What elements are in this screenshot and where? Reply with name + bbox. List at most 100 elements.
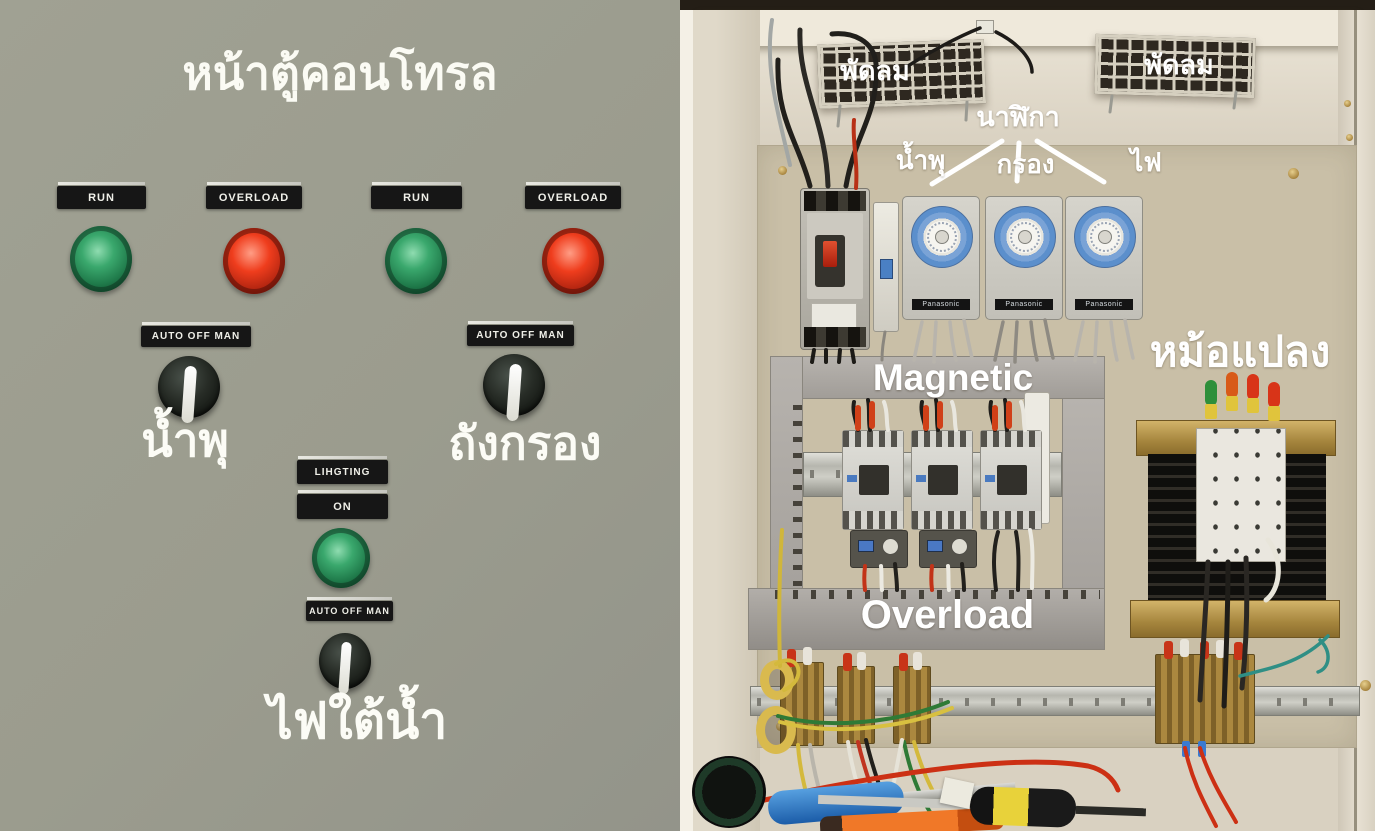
- pilot-light-lighting: [312, 528, 370, 588]
- mini-breaker-toggle: [880, 259, 893, 279]
- wall-screw: [1346, 134, 1353, 141]
- wire-cap-base: [1247, 398, 1259, 413]
- blue-ferrule: [1198, 741, 1206, 757]
- contactor-core: [997, 465, 1027, 495]
- label-plate-auto-off-man-3: AUTO OFF MAN: [306, 597, 393, 621]
- contactor-terminals: [843, 431, 903, 447]
- timer-brand-label: Panasonic: [912, 299, 970, 310]
- door-latch: [1360, 680, 1371, 691]
- timer-filter: Panasonic: [985, 196, 1063, 320]
- wire-cap-red: [1200, 641, 1209, 659]
- annotation-magnetic: Magnetic: [872, 357, 1034, 398]
- label-plate-overload-1: OVERLOAD: [206, 182, 302, 209]
- label-plate-auto-off-man-2: AUTO OFF MAN: [467, 321, 574, 346]
- magnetic-contactor-2: [911, 430, 973, 530]
- overload-adjust-dial: [858, 540, 874, 552]
- contactor-terminals: [843, 511, 903, 529]
- overload-relay-1: [850, 530, 908, 568]
- wire-cap-orange: [1226, 372, 1238, 398]
- wire-cap-white: [857, 652, 866, 670]
- wire-cap-red: [899, 653, 908, 671]
- pilot-light-run-2: [385, 228, 447, 294]
- selector-knob-fountain: [158, 356, 220, 424]
- wire-cap-white: [913, 652, 922, 670]
- label-plate-lighting: LIHGTING: [297, 456, 388, 484]
- timer-fountain: Panasonic: [902, 196, 980, 320]
- cabinet-top-edge: [680, 0, 1375, 10]
- wire-cap-green: [1205, 380, 1217, 406]
- pilot-light-overload-2: [542, 228, 604, 294]
- contactor-terminals: [981, 511, 1041, 529]
- contactor-label: [847, 475, 857, 482]
- pilot-light-overload-1: [223, 228, 285, 294]
- annotation-transformer: หม้อแปลง: [1149, 328, 1331, 375]
- timer-dial: [994, 206, 1056, 268]
- cabinet-front-panel: หน้าตู้คอนโทรล RUN OVERLOAD RUN OVERLOAD…: [0, 0, 680, 831]
- cabinet-left-wall: [680, 10, 760, 831]
- blue-ferrule: [1182, 741, 1190, 757]
- terminal-block-group-3: [893, 652, 931, 744]
- cable-grommet: [756, 706, 796, 754]
- selector-knob-underwater-light: [319, 633, 371, 694]
- annotation-fan-right: พัดลม: [1144, 50, 1214, 80]
- label-plate-run-2: RUN: [371, 182, 462, 209]
- mini-circuit-breaker: [873, 202, 899, 332]
- transformer-bottom-bracket: [1130, 600, 1340, 638]
- contactor-core: [928, 465, 958, 495]
- breaker-toggle-recess: [815, 235, 845, 287]
- label-plate-overload-2: OVERLOAD: [525, 182, 621, 209]
- caption-fountain: น้ำพุ: [141, 414, 229, 466]
- contactor-core: [859, 465, 889, 495]
- selector-knob-filter: [483, 354, 545, 422]
- contactor-label: [985, 475, 995, 482]
- annotation-branch-filter: กรอง: [996, 149, 1055, 179]
- electrical-tape-roll: [692, 756, 766, 828]
- caption-underwater-light: ไฟใต้น้ำ: [267, 693, 448, 749]
- terminal-block-group-2: [837, 652, 875, 744]
- wire-cap-base: [1268, 406, 1280, 421]
- contactor-label: [916, 475, 926, 482]
- wire-cap-white: [1180, 639, 1189, 657]
- annotation-clock: นาฬิกา: [976, 102, 1060, 132]
- plate-screw: [1288, 168, 1299, 179]
- annotation-branch-fountain: น้ำพุ: [895, 145, 946, 175]
- screwdriver-yellow-black: [969, 786, 1077, 828]
- overload-reset-dial: [951, 538, 968, 555]
- annotation-branch-light: ไฟ: [1130, 147, 1162, 177]
- contactor-terminals: [912, 431, 972, 447]
- caption-filter-tank: ถังกรอง: [448, 417, 602, 469]
- cable-grommet: [760, 660, 794, 700]
- timer-brand-label: Panasonic: [1075, 299, 1133, 310]
- annotation-overload: Overload: [860, 593, 1035, 637]
- wire-cap-white: [1216, 640, 1225, 658]
- pilot-light-run-1: [70, 226, 132, 292]
- breaker-toggle: [823, 241, 837, 267]
- wire-cap-red: [1234, 642, 1243, 660]
- plate-screw: [778, 166, 787, 175]
- label-plate-auto-off-man-1: AUTO OFF MAN: [141, 322, 251, 347]
- duct-slots: [775, 590, 1100, 599]
- wire-cap-red: [787, 649, 796, 667]
- label-plate-run-1: RUN: [57, 182, 146, 209]
- wire-cap-red: [1268, 382, 1280, 408]
- terminal-block-group-4: [1155, 639, 1255, 757]
- cabinet-interior-photo: Panasonic Panasonic Panasonic: [680, 0, 1375, 831]
- wire-cap-red: [1164, 641, 1173, 659]
- breaker-rating-label: [811, 303, 857, 329]
- timer-dial: [911, 206, 973, 268]
- panel-title: หน้าตู้คอนโทรล: [182, 47, 498, 99]
- wire-cap-base: [1226, 396, 1238, 411]
- magnetic-contactor-1: [842, 430, 904, 530]
- main-circuit-breaker: [800, 188, 870, 350]
- timer-dial: [1074, 206, 1136, 268]
- wire-cap-white: [803, 647, 812, 665]
- overload-adjust-dial: [927, 540, 943, 552]
- wire-cap-red: [843, 653, 852, 671]
- label-plate-on: ON: [297, 490, 388, 519]
- breaker-top-terminals: [804, 191, 866, 211]
- timer-brand-label: Panasonic: [995, 299, 1053, 310]
- magnetic-contactor-3: [980, 430, 1042, 530]
- contactor-terminals: [912, 511, 972, 529]
- contactor-terminals: [981, 431, 1041, 447]
